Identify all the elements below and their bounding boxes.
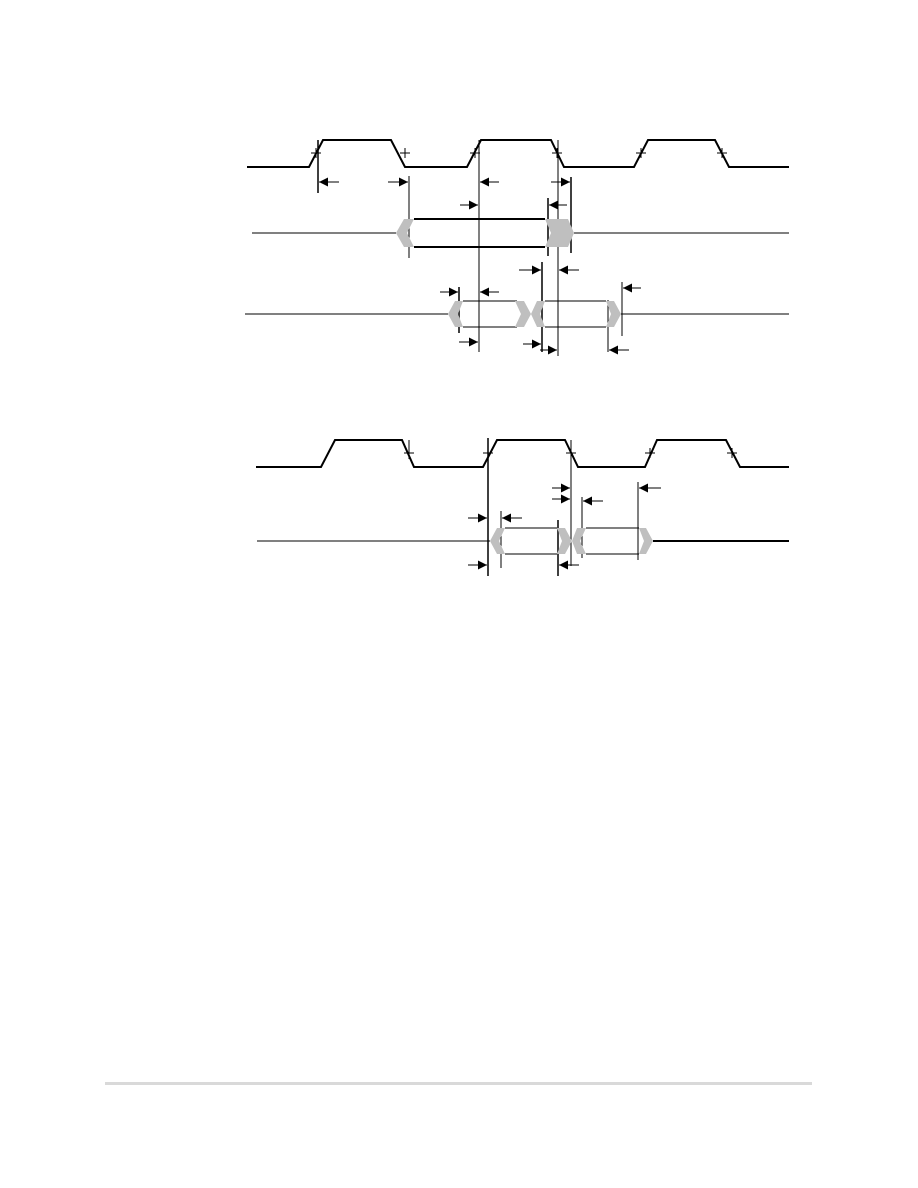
second-data-waveform: [245, 300, 789, 328]
clock-crossing-marks: [311, 148, 727, 158]
reference-lines: [408, 438, 639, 576]
data-transition-marker: [448, 301, 463, 327]
timing-diagram-top: [245, 139, 789, 356]
data-transition-marker: [606, 301, 621, 327]
data-bus-waveform: [252, 218, 789, 248]
data-transition-marker: [490, 528, 505, 554]
data-transition-marker: [545, 219, 574, 247]
clock-waveform: [247, 139, 789, 168]
footer-rule: [105, 1082, 812, 1085]
data-transition-marker: [639, 528, 653, 554]
data-waveform: [257, 527, 789, 555]
data-transition-marker: [396, 219, 414, 247]
timing-arrows: [319, 177, 641, 355]
timing-arrows: [468, 483, 661, 570]
data-transition-marker: [557, 528, 586, 554]
data-transition-marker: [515, 301, 545, 327]
clock-waveform: [256, 439, 789, 468]
timing-diagram-bottom: [256, 438, 789, 576]
